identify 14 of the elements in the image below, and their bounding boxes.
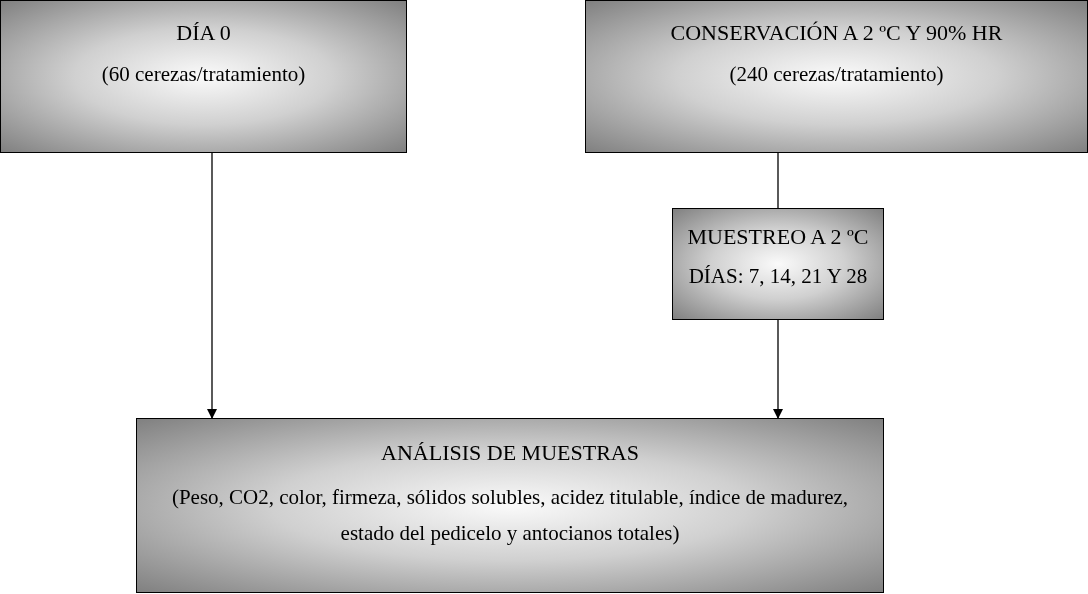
process-box	[672, 208, 884, 320]
arrow	[207, 152, 217, 419]
box-text: DÍAS: 7, 14, 21 Y 28	[688, 263, 868, 290]
box-text: (240 cerezas/tratamiento)	[729, 61, 944, 88]
process-box	[0, 0, 407, 153]
box-heading: MUESTREO A 2 ºC	[687, 223, 869, 251]
process-box	[136, 418, 884, 593]
box-heading: CONSERVACIÓN A 2 ºC Y 90% HR	[670, 19, 1003, 47]
process-box	[585, 0, 1088, 153]
box-text: (Peso, CO2, color, firmeza, sólidos solubles, acidez titulable, índice de madurez, estado del pedicelo y antocianos totales)	[170, 484, 850, 547]
box-heading: DÍA 0	[176, 19, 231, 47]
box-text: (60 cerezas/tratamiento)	[101, 61, 306, 88]
box-heading: ANÁLISIS DE MUESTRAS	[381, 439, 639, 467]
arrow	[773, 319, 783, 419]
